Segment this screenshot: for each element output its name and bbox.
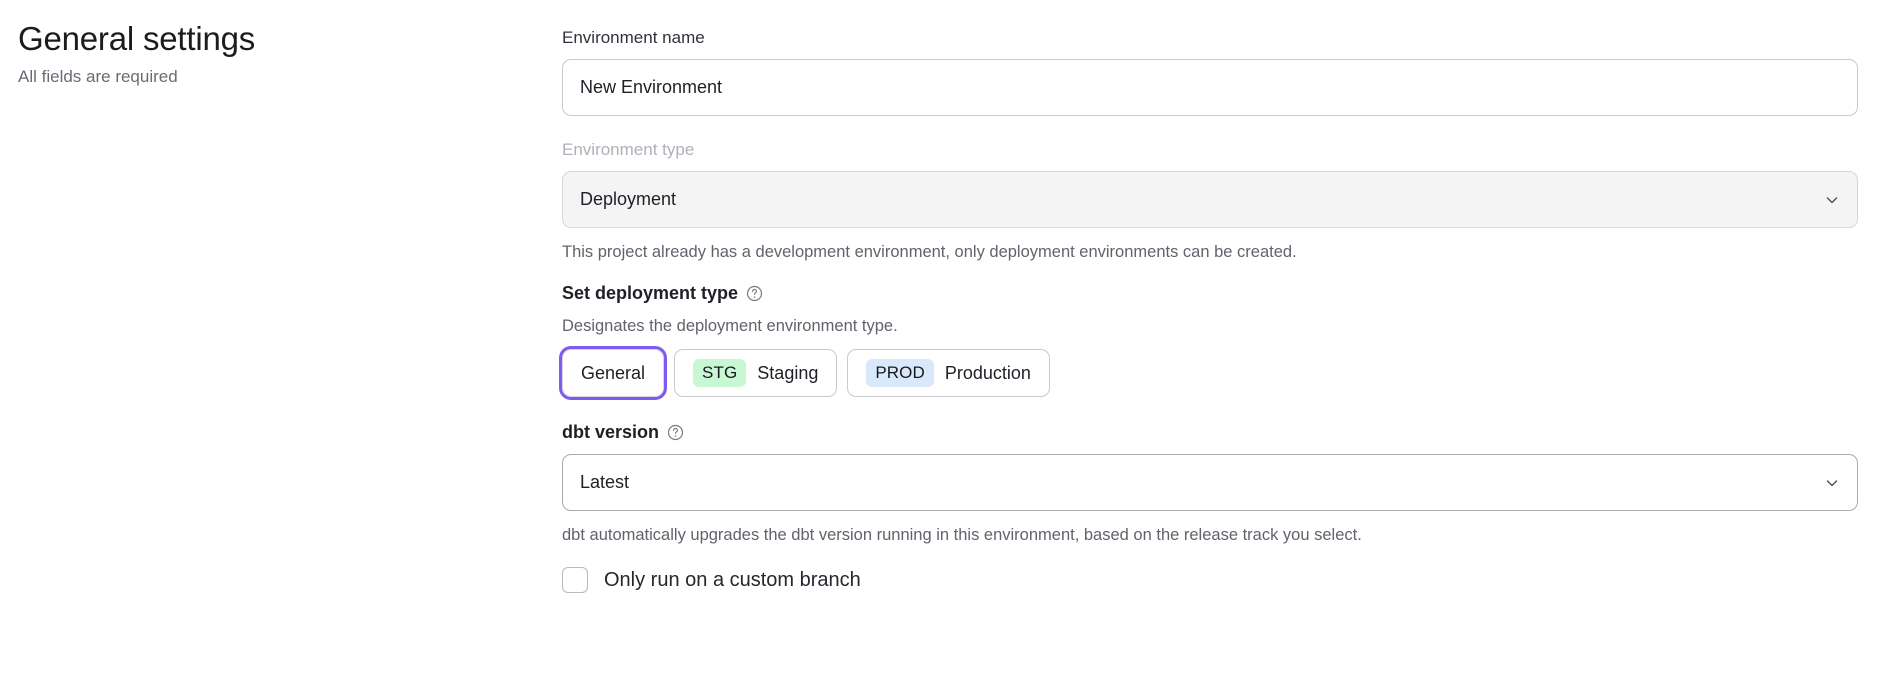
- environment-type-label: Environment type: [562, 140, 695, 159]
- deployment-type-heading: Set deployment type: [562, 283, 739, 303]
- environment-name-input[interactable]: New Environment: [562, 59, 1858, 116]
- environment-type-helper-text: This project already has a development e…: [562, 243, 1297, 261]
- page-title: General settings: [18, 20, 256, 57]
- dbt-version-field: dbt version Latest dbt automatica: [562, 419, 1858, 547]
- environment-name-field: Environment name New Environment: [562, 26, 1858, 116]
- environment-type-field: Environment type Deployment This project…: [562, 138, 1858, 264]
- custom-branch-checkbox[interactable]: [562, 567, 588, 593]
- environment-type-select[interactable]: Deployment: [562, 171, 1858, 228]
- environment-name-label: Environment name: [562, 28, 705, 47]
- deployment-type-option-general-label: General: [581, 362, 646, 383]
- chevron-down-icon: [1824, 192, 1840, 208]
- deployment-type-option-staging-label: Staging: [757, 362, 819, 383]
- dbt-version-helper-text: dbt automatically upgrades the dbt versi…: [562, 526, 1362, 544]
- deployment-type-field: Set deployment type Designates the deplo…: [562, 280, 1858, 397]
- staging-badge: STG: [693, 359, 747, 387]
- dbt-version-value: Latest: [580, 472, 630, 492]
- custom-branch-row: Only run on a custom branch: [562, 567, 1858, 593]
- deployment-type-option-production[interactable]: PROD Production: [847, 349, 1050, 397]
- custom-branch-label: Only run on a custom branch: [604, 569, 861, 591]
- deployment-type-options: General STG Staging PROD Production: [562, 349, 1858, 397]
- deployment-type-helper-text: Designates the deployment environment ty…: [562, 317, 898, 335]
- settings-form: Environment name New Environment Environ…: [562, 26, 1858, 593]
- question-circle-icon[interactable]: [667, 424, 684, 441]
- dbt-version-heading-row: dbt version: [562, 419, 1858, 445]
- production-badge: PROD: [866, 359, 934, 387]
- page-subtitle: All fields are required: [18, 67, 178, 86]
- environment-type-value: Deployment: [580, 189, 677, 209]
- dbt-version-select[interactable]: Latest: [562, 454, 1858, 511]
- deployment-type-option-general[interactable]: General: [562, 349, 665, 397]
- deployment-type-heading-row: Set deployment type: [562, 280, 1858, 306]
- deployment-type-option-production-label: Production: [944, 362, 1031, 383]
- environment-name-value: New Environment: [580, 77, 723, 97]
- chevron-down-icon: [1824, 475, 1840, 491]
- deployment-type-option-staging[interactable]: STG Staging: [674, 349, 838, 397]
- dbt-version-label: dbt version: [562, 422, 660, 442]
- left-panel: General settings All fields are required: [18, 18, 518, 89]
- question-circle-icon[interactable]: [746, 285, 763, 302]
